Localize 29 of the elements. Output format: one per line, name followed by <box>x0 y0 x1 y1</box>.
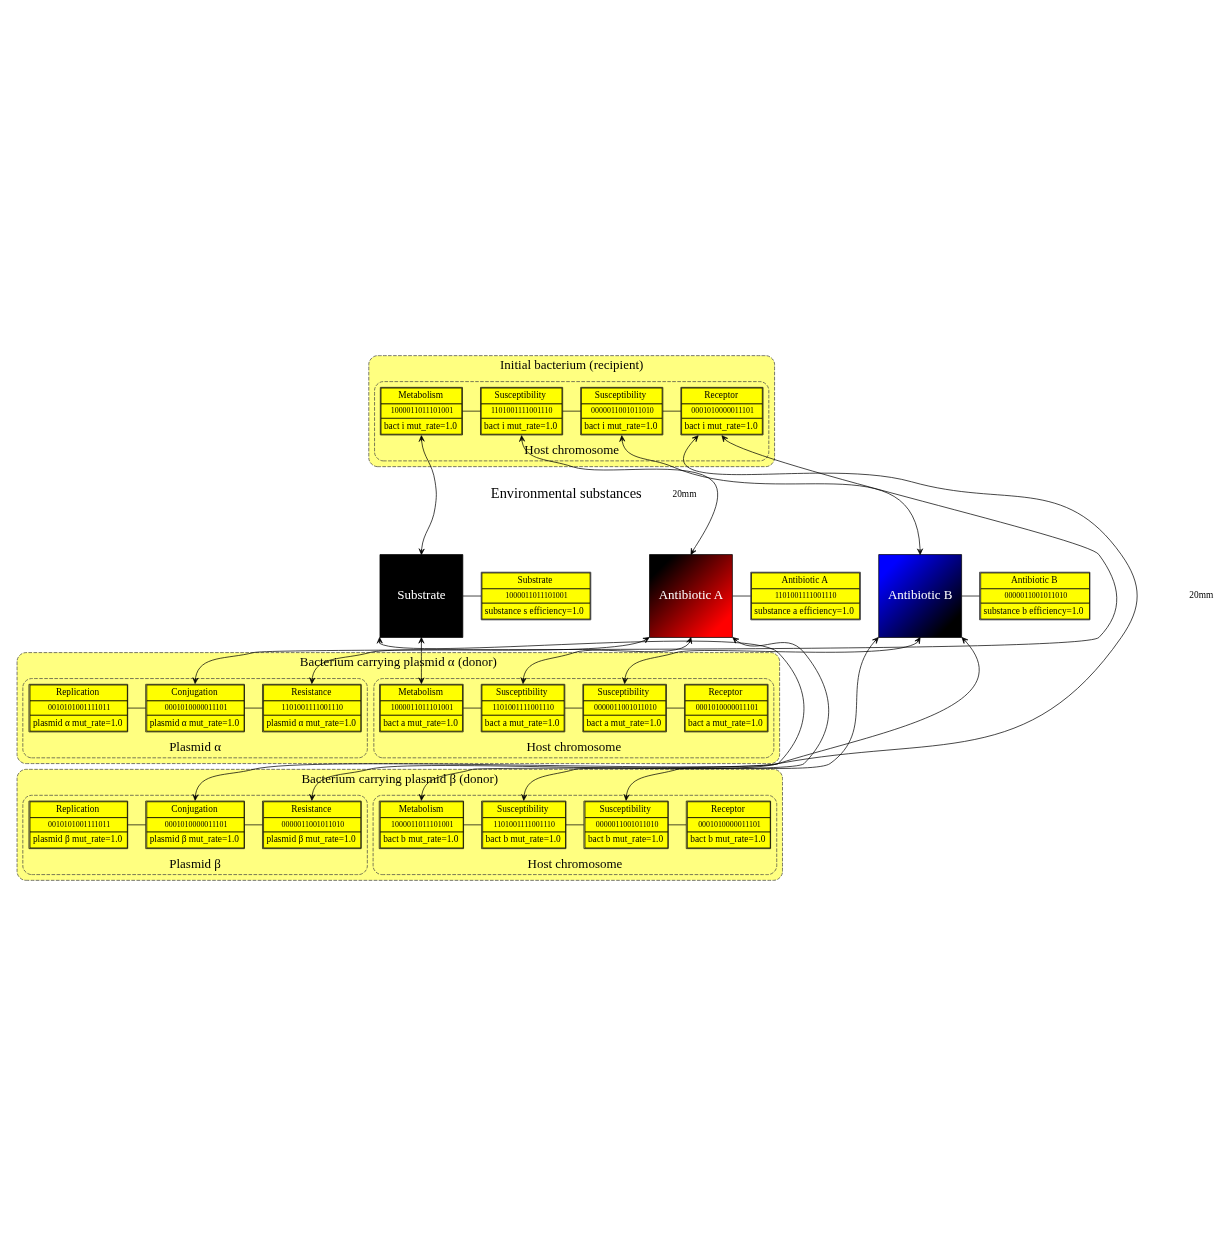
label: 20mm <box>1189 589 1214 600</box>
connector <box>127 824 147 825</box>
connector <box>564 707 583 708</box>
connector <box>462 707 482 708</box>
arrow <box>619 434 923 555</box>
arrow <box>192 434 1138 801</box>
arrow <box>519 434 718 555</box>
arrow <box>418 636 425 684</box>
connector <box>562 410 582 411</box>
connector <box>462 410 481 411</box>
label: 20mm <box>672 488 697 499</box>
connector <box>666 707 685 708</box>
connector <box>565 824 585 825</box>
connector <box>667 824 687 825</box>
connector <box>732 595 751 596</box>
connector <box>463 824 482 825</box>
connector <box>961 595 980 596</box>
connector <box>244 824 263 825</box>
arrow <box>192 434 1118 684</box>
arrow <box>309 636 650 684</box>
label: Environmental substances <box>490 484 642 501</box>
connector <box>462 595 482 596</box>
arrow <box>418 434 437 555</box>
connector <box>662 410 682 411</box>
node-box: Antibiotic A <box>649 553 733 638</box>
node-box: Antibiotic B <box>878 553 962 638</box>
node-box: Substrate <box>379 553 464 638</box>
connector <box>244 707 263 708</box>
connector <box>127 707 147 708</box>
